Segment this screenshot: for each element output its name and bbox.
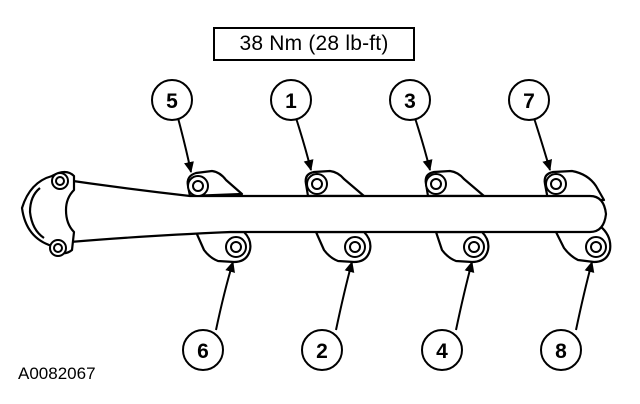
callout-6: 6 bbox=[182, 329, 224, 371]
callout-number: 3 bbox=[404, 90, 416, 113]
arrow-2 bbox=[335, 261, 355, 331]
bolt-1 bbox=[306, 173, 328, 195]
callout-number: 5 bbox=[166, 90, 178, 113]
bolt-7 bbox=[545, 173, 567, 195]
bolt-2 bbox=[344, 236, 366, 258]
bolt-6 bbox=[225, 236, 247, 258]
callout-number: 6 bbox=[197, 340, 209, 363]
callout-1: 1 bbox=[270, 79, 312, 121]
arrow-4 bbox=[455, 261, 475, 331]
callout-2: 2 bbox=[301, 329, 343, 371]
bolt-8 bbox=[585, 236, 607, 258]
arrow-8 bbox=[575, 261, 595, 331]
torque-spec-label: 38 Nm (28 lb-ft) bbox=[213, 27, 415, 61]
bolts bbox=[49, 172, 607, 258]
bolt-3 bbox=[425, 173, 447, 195]
callout-circles: 5 1 3 7 6 2 4 8 bbox=[151, 79, 582, 371]
arrow-5 bbox=[177, 117, 194, 173]
leader-arrows bbox=[177, 117, 595, 331]
arrow-7 bbox=[533, 117, 552, 171]
callout-8: 8 bbox=[540, 329, 582, 371]
callout-number: 4 bbox=[436, 340, 448, 363]
arrow-6 bbox=[215, 261, 235, 331]
bolt-5 bbox=[187, 175, 209, 197]
bolt-outlet-top bbox=[51, 172, 69, 190]
torque-spec-text: 38 Nm (28 lb-ft) bbox=[239, 32, 389, 55]
callout-5: 5 bbox=[151, 79, 193, 121]
callout-number: 2 bbox=[316, 340, 328, 363]
outlet-pipe-end bbox=[28, 187, 45, 239]
callout-number: 8 bbox=[555, 340, 567, 363]
bolt-outlet-bottom bbox=[49, 239, 67, 257]
bolt-4 bbox=[463, 236, 485, 258]
callout-4: 4 bbox=[421, 329, 463, 371]
callout-number: 7 bbox=[523, 90, 535, 113]
callout-7: 7 bbox=[508, 79, 550, 121]
callout-number: 1 bbox=[285, 90, 297, 113]
figure-id: A0082067 bbox=[18, 364, 96, 383]
arrow-1 bbox=[295, 117, 314, 171]
callout-3: 3 bbox=[389, 79, 431, 121]
manifold-tube bbox=[51, 176, 608, 244]
arrow-3 bbox=[414, 117, 433, 171]
